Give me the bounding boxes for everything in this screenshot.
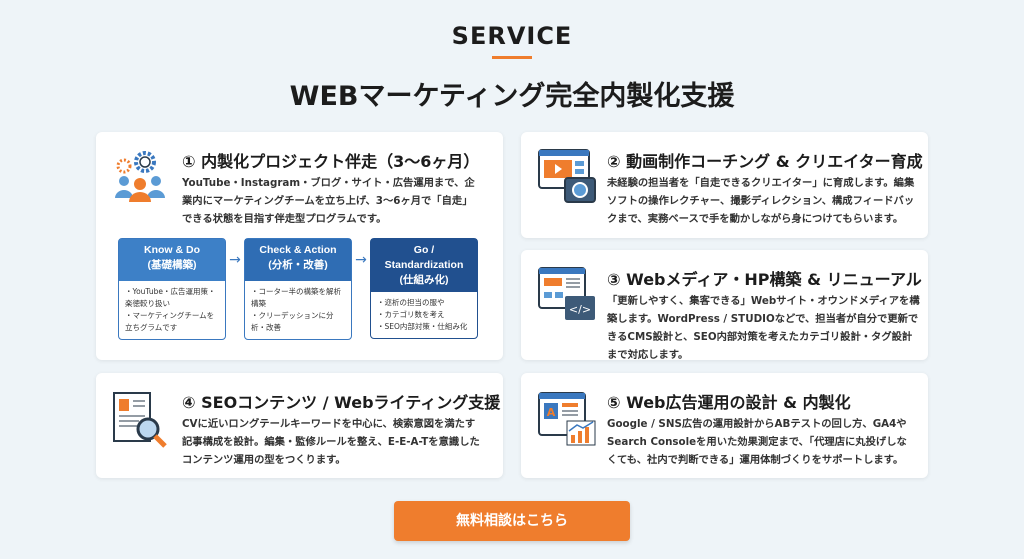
service-description: 未経験の担当者を「自走できるクリエイター」に育成します。編集ソフトの操作レクチャ… xyxy=(607,177,915,225)
step-item: ・コーター半の構築を解析構築 xyxy=(251,287,341,308)
service-title: ③ Webメディア・HP構築 & リニューアル xyxy=(607,270,922,289)
step-title: Check & Action xyxy=(259,244,337,256)
step-subtitle: (仕組み化) xyxy=(399,274,449,286)
step-card-3: Go / Standardization (仕組み化) ・迩析の担当の服や・カテゴ… xyxy=(370,238,478,339)
step-title: Go / Standardization xyxy=(384,244,464,271)
step-item: ・SEO内部対策・仕組み化 xyxy=(377,322,468,331)
step-item: ・マーケティングチームを立ちグラムです xyxy=(125,311,215,332)
service-description: CVに近いロングテールキーワードを中心に、検索意図を満たす記事構成を設計。編集・… xyxy=(182,418,480,466)
ads-analytics-icon: A xyxy=(538,392,596,446)
step-item: ・カテゴリ数を考え xyxy=(377,310,445,319)
service-description: 「更新しやすく、集客できる」Webサイト・オウンドメディアを構築します。Word… xyxy=(607,295,920,361)
step-flow: Know & Do (基礎構築) ・YouTube・広告運用策・楽徳較り扱い・マー… xyxy=(118,238,487,340)
svg-text:</>: </> xyxy=(569,303,591,316)
section-underline xyxy=(492,56,532,59)
section-label: SERVICE xyxy=(451,22,573,50)
arrow-right-icon: → xyxy=(355,252,367,268)
service-card-3: </> ③ Webメディア・HP構築 & リニューアル 「更新しやすく、集客でき… xyxy=(521,250,928,361)
step-subtitle: (分析・改善) xyxy=(268,259,328,271)
step-item: ・クリーデッションに分析・改善 xyxy=(251,311,334,332)
free-consultation-button[interactable]: 無料相談はこちら xyxy=(394,501,630,541)
step-card-1: Know & Do (基礎構築) ・YouTube・広告運用策・楽徳較り扱い・マー… xyxy=(118,238,226,340)
step-item: ・迩析の担当の服や xyxy=(377,298,445,307)
service-title: ② 動画制作コーチング & クリエイター育成 xyxy=(607,152,923,171)
document-search-icon xyxy=(113,392,167,448)
service-card-2: ② 動画制作コーチング & クリエイター育成 未経験の担当者を「自走できるクリエ… xyxy=(521,132,928,238)
service-card-4: ④ SEOコンテンツ / Webライティング支援 CVに近いロングテールキーワー… xyxy=(96,373,503,478)
team-gears-icon xyxy=(115,151,165,202)
service-description: YouTube・Instagram・ブログ・サイト・広告運用まで、企業内にマーケ… xyxy=(182,177,475,225)
svg-text:A: A xyxy=(547,406,556,419)
arrow-right-icon: → xyxy=(229,252,241,268)
service-title: ① 内製化プロジェクト伴走（3〜6ヶ月） xyxy=(182,152,480,171)
service-title: ④ SEOコンテンツ / Webライティング支援 xyxy=(182,393,501,412)
step-item: ・YouTube・広告運用策・楽徳較り扱い xyxy=(125,287,216,308)
service-card-1: ① 内製化プロジェクト伴走（3〜6ヶ月） YouTube・Instagram・ブ… xyxy=(96,132,503,360)
service-title: ⑤ Web広告運用の設計 & 内製化 xyxy=(607,393,851,412)
step-title: Know & Do xyxy=(144,244,200,256)
web-code-icon: </> xyxy=(538,267,595,320)
page-title: WEBマーケティング完全内製化支援 xyxy=(289,81,735,112)
step-card-2: Check & Action (分析・改善) ・コーター半の構築を解析構築・クリー… xyxy=(244,238,352,340)
video-camera-icon xyxy=(538,149,596,203)
step-subtitle: (基礎構築) xyxy=(147,259,197,271)
service-card-5: A ⑤ Web広告運用の設計 & 内製化 Google / SNS広告の運用設計… xyxy=(521,373,928,478)
service-description: Google / SNS広告の運用設計からABテストの回し方、GA4やSearc… xyxy=(607,418,907,466)
